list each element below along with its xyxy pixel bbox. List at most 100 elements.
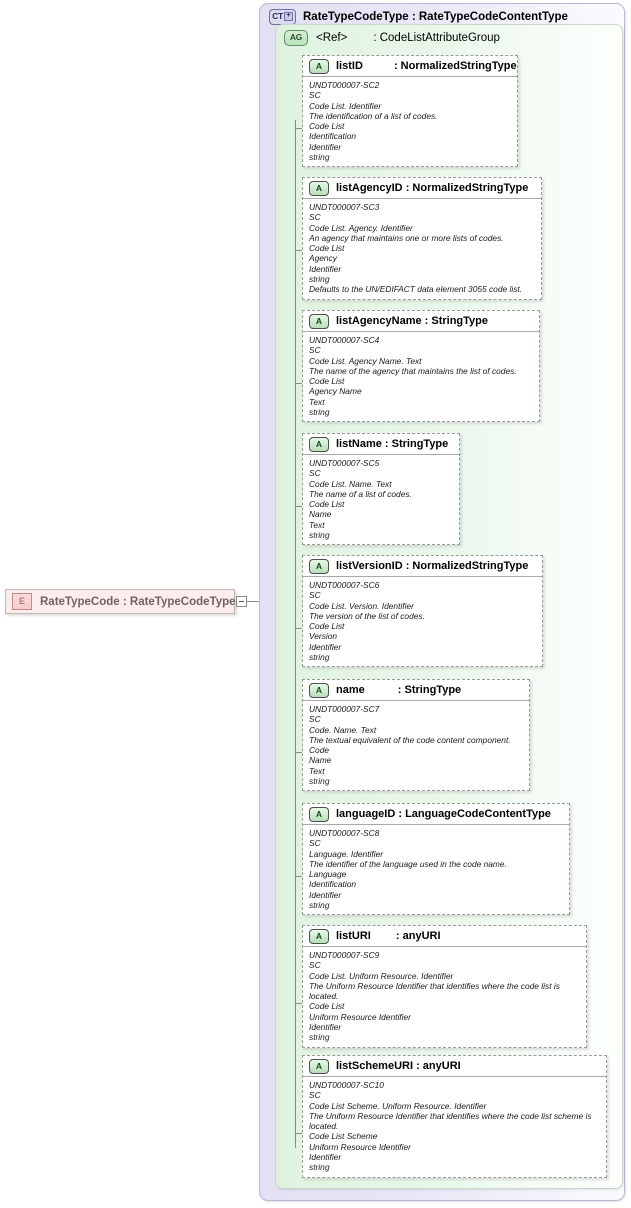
documentation-line: Identification [309,131,357,142]
documentation-line: Identifier [309,141,342,152]
documentation-line: UNDT000007-SC8 [309,828,380,838]
documentation-line: The Uniform Resource Identifier that ide… [309,1110,592,1132]
complextype-icon[interactable]: CT+ [269,8,296,25]
attribute-type: : LanguageCodeContentType [395,808,551,820]
documentation-line: SC [309,838,321,849]
documentation-line: Code List Scheme [309,1131,378,1142]
attribute-title: listSchemeURI : anyURI [336,1060,461,1072]
attribute-type: : StringType [421,315,489,327]
documentation-line: SC [309,90,321,101]
attribute-name: listVersionID [336,560,403,572]
tree-connector-stub [295,128,302,129]
tree-connector-stub [295,250,302,251]
attribute-type: : NormalizedStringType [390,60,517,72]
documentation-line: SC [309,960,321,971]
tree-connector-stub [295,752,302,753]
documentation-line: Identifier [309,641,342,652]
attributegroup-header: AG <Ref>: CodeListAttributeGroup [276,25,622,50]
attribute-title: listAgencyName : StringType [336,315,488,327]
attribute-type: : anyURI [413,1060,461,1072]
attributegroup-colon: : [373,31,377,44]
documentation-line: string [309,274,330,285]
documentation-line: Identifier [309,1022,342,1033]
attribute-icon: A [309,806,329,822]
documentation-line: The name of a list of codes. [309,488,412,499]
documentation-line: string [309,530,330,541]
documentation-line: Version [309,631,338,642]
documentation-line: Identification [309,879,357,890]
tree-connector-stub [295,1003,302,1004]
complextype-title: RateTypeCodeType : RateTypeCodeContentTy… [303,10,568,23]
documentation-line: UNDT000007-SC4 [309,335,380,345]
documentation-line: The identifier of the language used in t… [309,858,507,869]
attribute-icon: A [309,1058,329,1074]
documentation-line: Language. Identifier [309,848,384,859]
attributegroup-ref-label: <Ref>: CodeListAttributeGroup [316,32,500,44]
tree-connector-stub [295,1133,302,1134]
documentation-line: Uniform Resource Identifier [309,1141,411,1152]
documentation-line: Code List [309,1001,345,1012]
documentation-line: The identification of a list of codes. [309,110,438,121]
attribute-name: name [336,684,365,696]
plus-icon[interactable]: + [283,12,293,21]
attribute-type: : StringType [394,684,462,696]
attributegroup-ref: <Ref> [316,31,348,44]
documentation-line: Defaults to the UN/EDIFACT data element … [309,284,523,295]
attribute-type: : NormalizedStringType [402,560,529,572]
tree-connector-stub [295,506,302,507]
documentation-line: SC [309,212,321,223]
documentation-line: Language [309,869,347,880]
documentation-line: UNDT000007-SC6 [309,580,380,590]
documentation-line: Code. Name. Text [309,724,377,735]
documentation-line: Name [309,509,332,520]
documentation-line: UNDT000007-SC5 [309,458,380,468]
documentation-line: UNDT000007-SC9 [309,950,380,960]
attribute-name: listAgencyName [336,315,422,327]
attribute-type: : NormalizedStringType [402,182,529,194]
documentation-line: Text [309,765,325,776]
documentation-line: Code List [309,243,345,254]
connector-line [246,601,259,602]
attribute-name: languageID [336,808,396,820]
documentation-line: Code List. Agency Name. Text [309,355,422,366]
documentation-line: SC [309,1090,321,1101]
element-box-ratetypecode[interactable]: E RateTypeCode : RateTypeCodeType [5,589,236,614]
attribute-name: listAgencyID [336,182,403,194]
tree-connector-stub [295,628,302,629]
documentation-line: Code List. Identifier [309,100,382,111]
attribute-name: listSchemeURI [336,1060,414,1072]
documentation-line: Code List. Agency. Identifier [309,222,413,233]
complextype-icon-label: CT [272,11,283,22]
attributegroup-icon[interactable]: AG [284,29,308,46]
attributegroup-type: CodeListAttributeGroup [379,31,500,44]
attribute-icon: A [309,928,329,944]
documentation-line: Name [309,755,332,766]
attribute-name: listName [336,438,382,450]
documentation-line: Code List [309,621,345,632]
attribute-title: listName : StringType [336,438,448,450]
